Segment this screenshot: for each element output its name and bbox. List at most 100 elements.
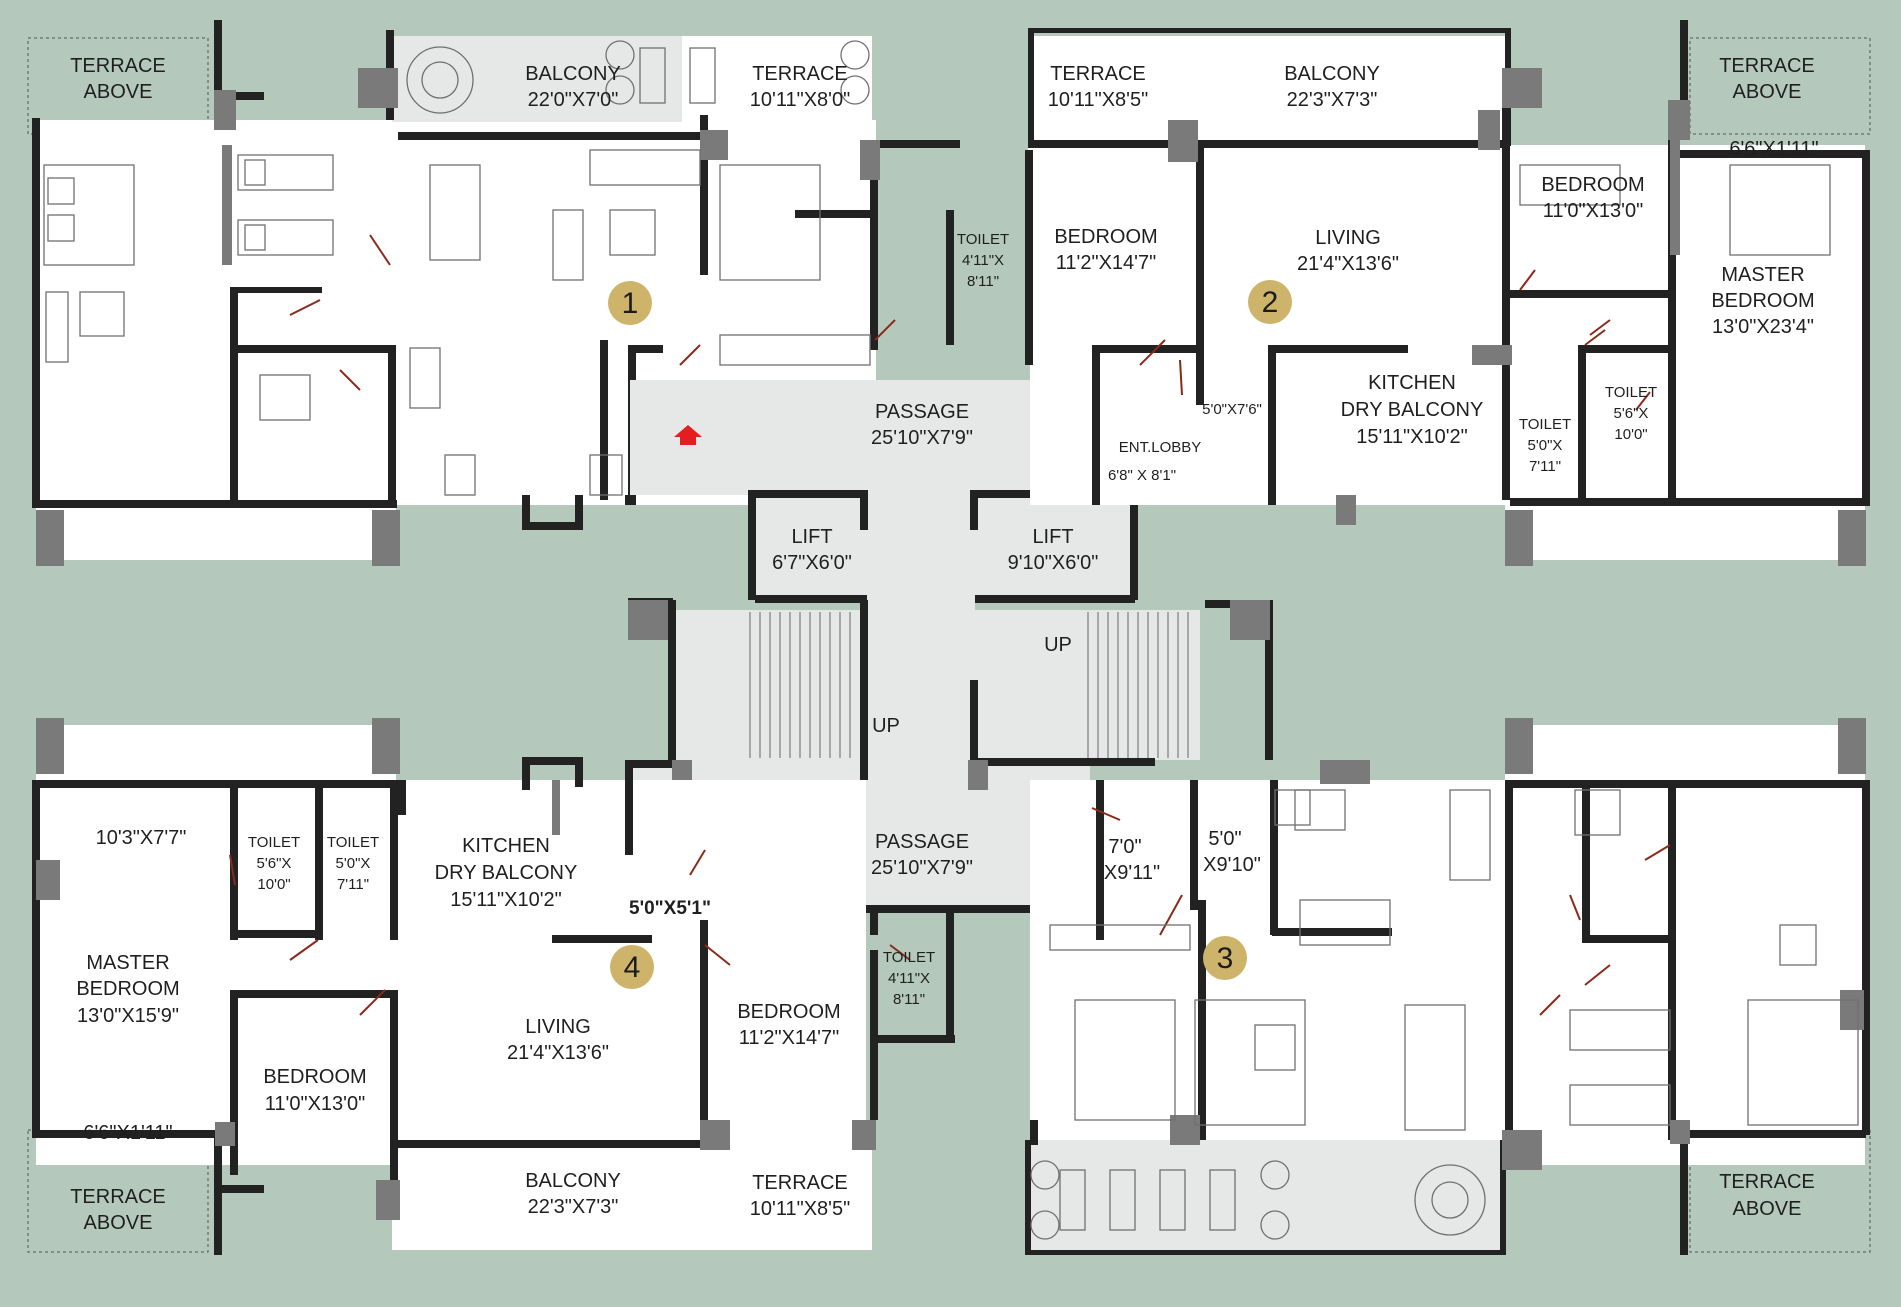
unit-1-balcony-dim: 22'0"X7'0" <box>528 89 619 111</box>
unit-4-kitchen-label-2: DRY BALCONY <box>435 862 578 884</box>
unit-1-terrace-above-1: TERRACE <box>70 55 166 77</box>
stair-right-treads <box>1087 612 1189 758</box>
unit-4-number: 4 <box>624 951 641 984</box>
unit-2-badge: 2 <box>1248 280 1292 324</box>
unit-4-balcony-dim: 22'3"X7'3" <box>528 1196 619 1218</box>
unit-2-floor <box>1030 145 1865 505</box>
unit-4-living-dim: 21'4"X13'6" <box>507 1042 609 1064</box>
passage-bottom-dim: 25'10"X7'9" <box>871 857 973 879</box>
unit-4-balcony-label: BALCONY <box>525 1170 621 1192</box>
unit-2-terrace-above-1: TERRACE <box>1719 55 1815 77</box>
unit-4-toilet-a-label: TOILET <box>248 834 300 851</box>
unit-4-bedroom-1-dim: 11'2"X14'7" <box>739 1027 839 1049</box>
unit-2-balcony-label: BALCONY <box>1284 63 1380 85</box>
lift-2-label: LIFT <box>1032 526 1073 548</box>
unit-4-toilet-c-dim-2: 8'11" <box>893 991 925 1008</box>
unit-4-toilet-b-label: TOILET <box>327 834 379 851</box>
unit-3-balcony-plants <box>1030 1160 1486 1240</box>
unit-4-bedroom-2-dim: 11'0"X13'0" <box>265 1093 365 1115</box>
unit-3-badge: 3 <box>1203 936 1247 980</box>
unit-1-number: 1 <box>622 287 639 320</box>
unit-1-terrace-above-2: ABOVE <box>84 81 153 103</box>
unit-1-toilet-dim-2: 8'11" <box>967 273 999 290</box>
unit-4-terrace-label: TERRACE <box>752 1172 848 1194</box>
unit-2-kitchen-dim: 15'11"X10'2" <box>1356 426 1468 448</box>
lobby-3b-dim-1: 5'0" <box>1208 828 1241 850</box>
unit-2-number: 2 <box>1262 286 1279 319</box>
unit-2-bedroom-2-dim: 11'0"X13'0" <box>1543 200 1643 222</box>
lobby-3a-dim-2: X9'11" <box>1104 862 1160 884</box>
unit-1-terrace-label: TERRACE <box>752 63 848 85</box>
entry-arrow-icon <box>674 425 702 445</box>
unit-2-toilet-a-dim-1: 5'0"X <box>1528 437 1563 454</box>
unit-4-terrace-dim: 10'11"X8'5" <box>750 1198 850 1220</box>
lobby-4-dim: 5'0"X5'1" <box>629 898 711 919</box>
unit-4-master-label-1: MASTER <box>86 952 169 974</box>
unit-4-ledge-dim: 6'6"X1'11" <box>83 1122 172 1144</box>
unit-2 <box>1025 20 1871 566</box>
unit-2-master-dim: 13'0"X23'4" <box>1712 316 1814 338</box>
unit-2-ledge-dim: 6'6"X1'11" <box>1729 138 1818 160</box>
unit-4-toilet-a-dim-1: 5'6"X <box>257 855 292 872</box>
unit-2-toilet-b-label: TOILET <box>1605 384 1657 401</box>
unit-2-terrace-dim: 10'11"X8'5" <box>1048 89 1148 111</box>
unit-4-small-dim: 10'3"X7'7" <box>96 827 187 849</box>
lift-2-floor <box>975 495 1135 600</box>
stair-up-left: UP <box>872 715 900 737</box>
unit-2-bedroom-1-dim: 11'2"X14'7" <box>1056 252 1156 274</box>
passage-bottom-label: PASSAGE <box>875 831 969 853</box>
unit-3-terrace-above-2: ABOVE <box>1733 1198 1802 1220</box>
lift-2-dim: 9'10"X6'0" <box>1008 552 1099 574</box>
unit-2-balcony-dim: 22'3"X7'3" <box>1287 89 1378 111</box>
unit-4-badge: 4 <box>610 945 654 989</box>
lift-1-floor <box>755 495 867 600</box>
unit-3-floor <box>1030 780 1865 1165</box>
unit-1-balcony-label: BALCONY <box>525 63 621 85</box>
unit-1-terrace-dim: 10'11"X8'0" <box>750 89 850 111</box>
unit-4-bedroom-2-label: BEDROOM <box>263 1066 366 1088</box>
unit-3-balcony-deck <box>1025 1140 1505 1252</box>
unit-4-toilet-a-dim-2: 10'0" <box>257 876 290 893</box>
unit-3 <box>1025 718 1871 1255</box>
unit-2-toilet-a-label: TOILET <box>1519 416 1571 433</box>
unit-2-living-dim: 21'4"X13'6" <box>1297 253 1399 275</box>
unit-1-toilet-label: TOILET <box>957 231 1009 248</box>
unit-1-toilet-dim-1: 4'11"X <box>962 252 1004 269</box>
unit-4-terrace-above-1: TERRACE <box>70 1186 166 1208</box>
unit-4-master-dim: 13'0"X15'9" <box>77 1005 179 1027</box>
unit-4-terrace-above-2: ABOVE <box>84 1212 153 1234</box>
unit-1-badge: 1 <box>608 281 652 325</box>
ent-lobby-dim: 6'8" X 8'1" <box>1108 467 1176 484</box>
unit-4-floor <box>36 780 866 1165</box>
lift-1-dim: 6'7"X6'0" <box>772 552 852 574</box>
unit-2-kitchen-label-2: DRY BALCONY <box>1341 399 1484 421</box>
unit-4-toilet-b-dim-1: 5'0"X <box>336 855 371 872</box>
unit-2-master-label-1: MASTER <box>1721 264 1804 286</box>
unit-2-small-dim: 5'0"X7'6" <box>1202 401 1262 418</box>
unit-1-furniture <box>43 149 871 496</box>
unit-1-balcony-plants <box>406 40 870 114</box>
lift-1-label: LIFT <box>791 526 832 548</box>
unit-2-terrace-floor <box>1028 36 1508 156</box>
unit-4-ledge <box>36 725 396 785</box>
ent-lobby-label: ENT.LOBBY <box>1119 439 1202 456</box>
unit-1-ledge <box>36 500 396 560</box>
unit-4 <box>27 718 955 1255</box>
unit-3-ledge <box>1505 725 1865 785</box>
passage-top-floor <box>630 380 1090 495</box>
unit-3-furniture <box>1049 789 1859 1131</box>
passage-top-dim: 25'10"X7'9" <box>871 427 973 449</box>
stair-left-treads <box>749 612 851 758</box>
unit-4-balcony-floor <box>392 1140 872 1250</box>
unit-2-bedroom-2-label: BEDROOM <box>1541 174 1644 196</box>
unit-2-furniture <box>1294 164 1831 831</box>
unit-4-toilet-c-label: TOILET <box>883 949 935 966</box>
unit-3-terrace-above-1: TERRACE <box>1719 1171 1815 1193</box>
unit-4-bedroom-1-label: BEDROOM <box>737 1001 840 1023</box>
stair-up-right: UP <box>1044 634 1072 656</box>
unit-2-kitchen-label-1: KITCHEN <box>1368 372 1456 394</box>
unit-2-living-label: LIVING <box>1315 227 1381 249</box>
unit-2-toilet-b-dim-1: 5'6"X <box>1614 405 1649 422</box>
unit-2-terrace-label: TERRACE <box>1050 63 1146 85</box>
